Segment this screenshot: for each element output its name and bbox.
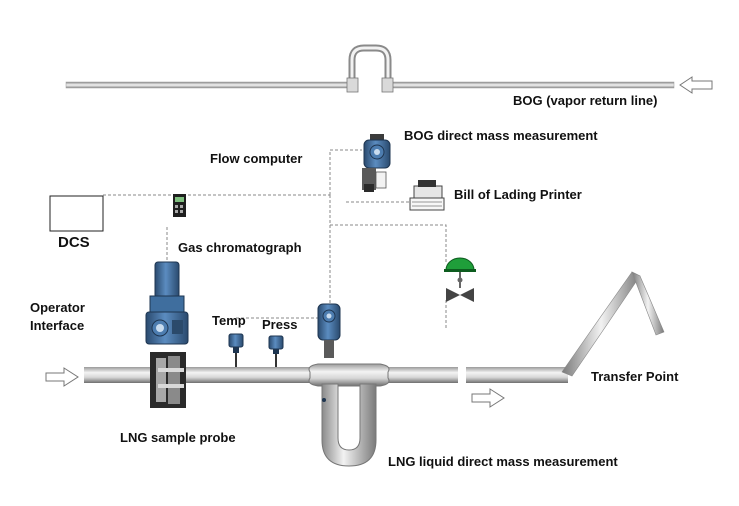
flow-computer-device-icon (173, 194, 186, 217)
bog-meter-loop (346, 44, 394, 93)
coriolis-meter-icon (308, 363, 390, 467)
lng-sample-probe-icon (150, 352, 186, 408)
lng-sample-probe-label: LNG sample probe (120, 430, 236, 445)
gas-chromatograph-icon (145, 261, 189, 345)
bill-printer-label: Bill of Lading Printer (454, 187, 582, 202)
flow-computer-label: Flow computer (210, 151, 303, 166)
bog-return-line (65, 81, 675, 89)
transfer-point-arm (561, 271, 665, 377)
dcs-label: DCS (58, 234, 90, 251)
press-label: Press (262, 317, 298, 332)
bog-transmitter-icon (362, 134, 391, 192)
temp-label: Temp (212, 313, 246, 328)
bog-line-label: BOG (vapor return line) (513, 93, 658, 108)
control-valve-icon (444, 257, 476, 302)
press-transmitter-icon (268, 335, 284, 367)
gas-chromatograph-label: Gas chromatograph (178, 240, 302, 255)
bog-measurement-label: BOG direct mass measurement (404, 128, 598, 143)
liquid-meter-transmitter-icon (317, 303, 341, 358)
operator-interface-label-line1: Operator (30, 300, 85, 315)
inlet-flow-arrow-icon (45, 367, 79, 387)
printer-icon (409, 180, 445, 211)
outlet-flow-arrow-icon (471, 388, 505, 408)
operator-interface-label-line2: Interface (30, 318, 85, 333)
main-lng-line (84, 367, 568, 383)
bog-flow-arrow-icon (679, 76, 713, 94)
signal-lines (103, 149, 447, 330)
dcs-box (49, 195, 104, 232)
transfer-point-label: Transfer Point (591, 369, 679, 384)
lng-liquid-measurement-label: LNG liquid direct mass measurement (388, 454, 618, 469)
temp-transmitter-icon (228, 333, 244, 367)
